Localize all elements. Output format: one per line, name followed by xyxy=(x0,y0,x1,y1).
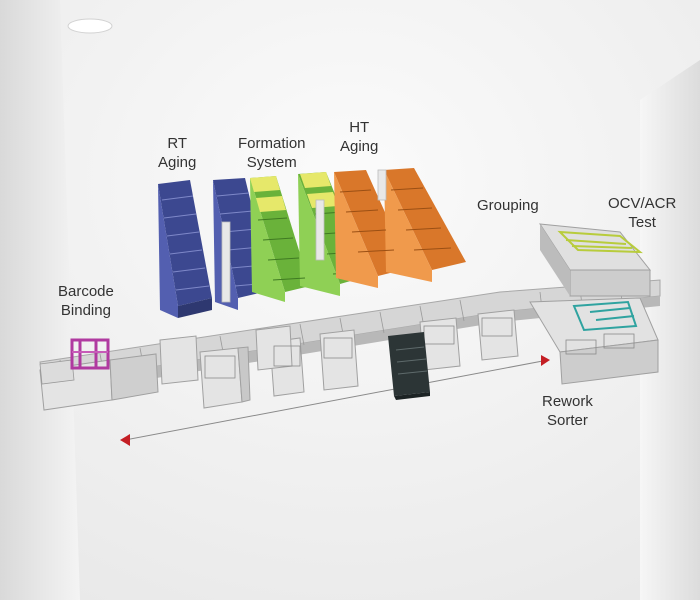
flow-line xyxy=(124,359,549,441)
label-rework-sorter: Rework Sorter xyxy=(542,393,593,429)
barcode-binding-station xyxy=(39,338,110,385)
conveyor-grates xyxy=(204,317,513,379)
label-barcode-binding: Barcode Binding xyxy=(58,283,114,319)
label-ht-aging: HT Aging xyxy=(340,119,379,155)
dark-station xyxy=(388,332,430,400)
right-wall xyxy=(640,60,700,600)
label-grouping: Grouping xyxy=(477,197,539,214)
label-formation-system: Formation System xyxy=(238,135,306,171)
ht-aging-racks xyxy=(334,168,466,288)
ocv-rework-station xyxy=(529,297,659,385)
left-wall xyxy=(0,0,80,600)
conveyor-stations xyxy=(39,309,519,411)
grouping-station xyxy=(539,223,652,297)
label-rt-aging: RT Aging xyxy=(158,135,197,171)
flow-arrow-left-icon xyxy=(120,434,130,446)
ceiling-light-icon xyxy=(67,18,113,34)
label-ocv-acr-test: OCV/ACR Test xyxy=(608,195,677,231)
flow-arrow-right-icon xyxy=(541,355,550,366)
